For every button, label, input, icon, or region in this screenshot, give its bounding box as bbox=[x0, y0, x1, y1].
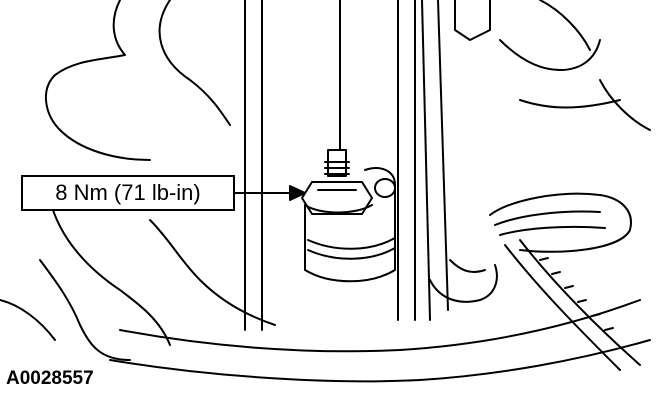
arrow-icon bbox=[234, 185, 306, 201]
figure-id: A0028557 bbox=[6, 368, 94, 389]
stud-nut-assembly bbox=[301, 149, 396, 283]
body-panel-left bbox=[0, 0, 276, 361]
vertical-strut bbox=[244, 0, 449, 331]
torque-callout: 8 Nm (71 lb-in) bbox=[21, 175, 235, 211]
torque-label: 8 Nm (71 lb-in) bbox=[55, 180, 201, 205]
upper-bracket bbox=[454, 0, 651, 131]
lower-rail bbox=[109, 259, 651, 383]
wiring-harness bbox=[489, 192, 641, 371]
